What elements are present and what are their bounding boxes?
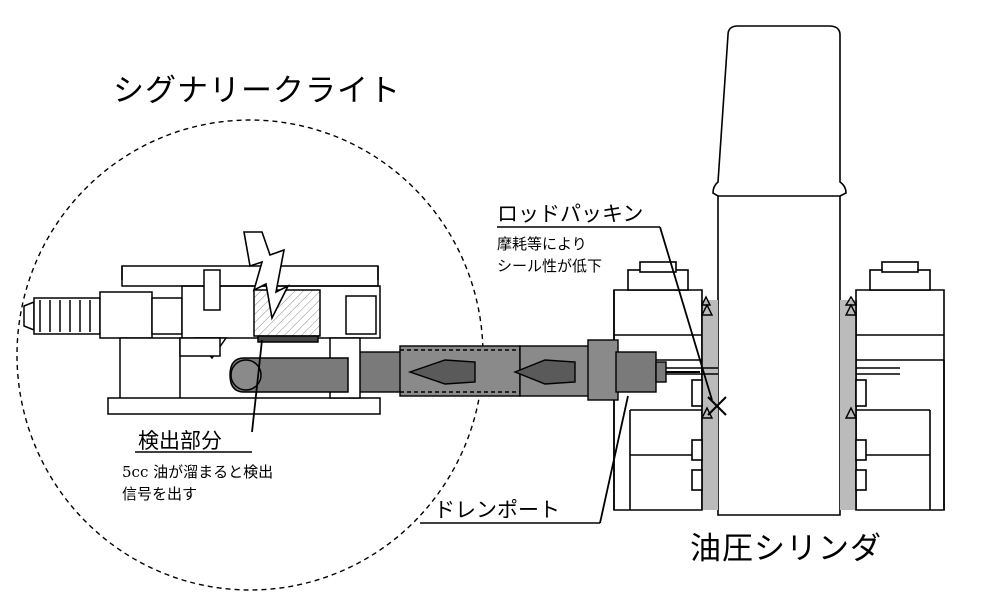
detector-note-line1: 5cc 油が溜まると検出 [122, 463, 274, 481]
x-mark-icon [707, 396, 727, 416]
rod-packing-label: ロッドパッキン [497, 202, 644, 226]
drain-port-label: ドレンポート [434, 498, 560, 522]
signalling-light-title: シグナリークライト [113, 73, 401, 109]
hose-barb [23, 300, 35, 332]
hydraulic-cylinder [613, 25, 945, 516]
triangle-seal-icon [700, 295, 858, 419]
detector-note-line2: 信号を出す [122, 485, 198, 503]
detector-label: 検出部分 [138, 429, 222, 453]
drain-hose [347, 339, 700, 401]
lightning-bolt-icon [243, 231, 290, 321]
piston-rod [712, 25, 847, 516]
leader-lines [135, 226, 713, 524]
rod-packing-note-line2: シール性が低下 [497, 257, 603, 275]
rod-packing-note-line1: 摩耗等により [497, 235, 587, 253]
signalling-light-body [23, 265, 381, 415]
hydraulic-cylinder-label: 油圧シリンダ [690, 531, 882, 567]
